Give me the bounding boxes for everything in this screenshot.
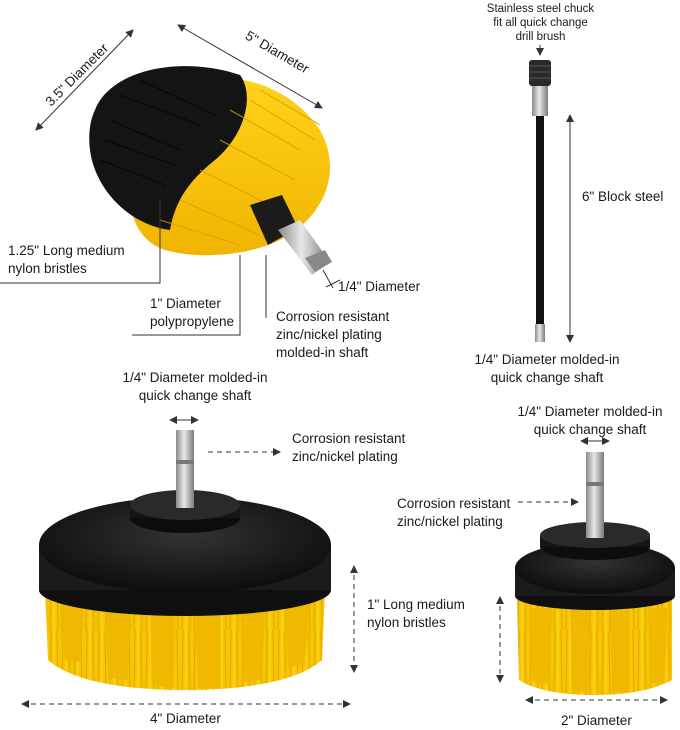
label-block-steel: 6" Block steel (582, 189, 664, 204)
label-shaft-quarter: 1/4" Diameter (338, 279, 421, 294)
label-big-corrosion: Corrosion resistant zinc/nickel plating (292, 431, 406, 464)
dimension-lines (0, 24, 668, 708)
label-big-dia: 4" Diameter (150, 711, 221, 726)
label-small-shaft: 1/4" Diameter molded-in quick change sha… (517, 404, 663, 437)
label-dia-1: 1" Diameter polypropylene (150, 296, 235, 329)
label-small-corrosion: Corrosion resistant zinc/nickel plating (397, 496, 511, 529)
bullet-brush (89, 66, 332, 275)
label-chuck: Stainless steel chuck fit all quick chan… (486, 3, 595, 43)
label-corrosion-top: Corrosion resistant zinc/nickel plating … (276, 309, 390, 360)
label-big-bristles: 1" Long medium nylon bristles (367, 597, 465, 630)
flat-brush-4in (39, 430, 331, 690)
label-ext-shaft: 1/4" Diameter molded-in quick change sha… (474, 352, 620, 385)
flat-brush-2in (515, 452, 675, 695)
label-bristles-125: 1.25" Long medium nylon bristles (8, 243, 125, 276)
label-big-shaft: 1/4" Diameter molded-in quick change sha… (122, 370, 268, 403)
label-dia-5: 5" Diameter (243, 28, 312, 77)
label-small-dia: 2" Diameter (561, 713, 632, 728)
extension-rod (529, 60, 551, 342)
